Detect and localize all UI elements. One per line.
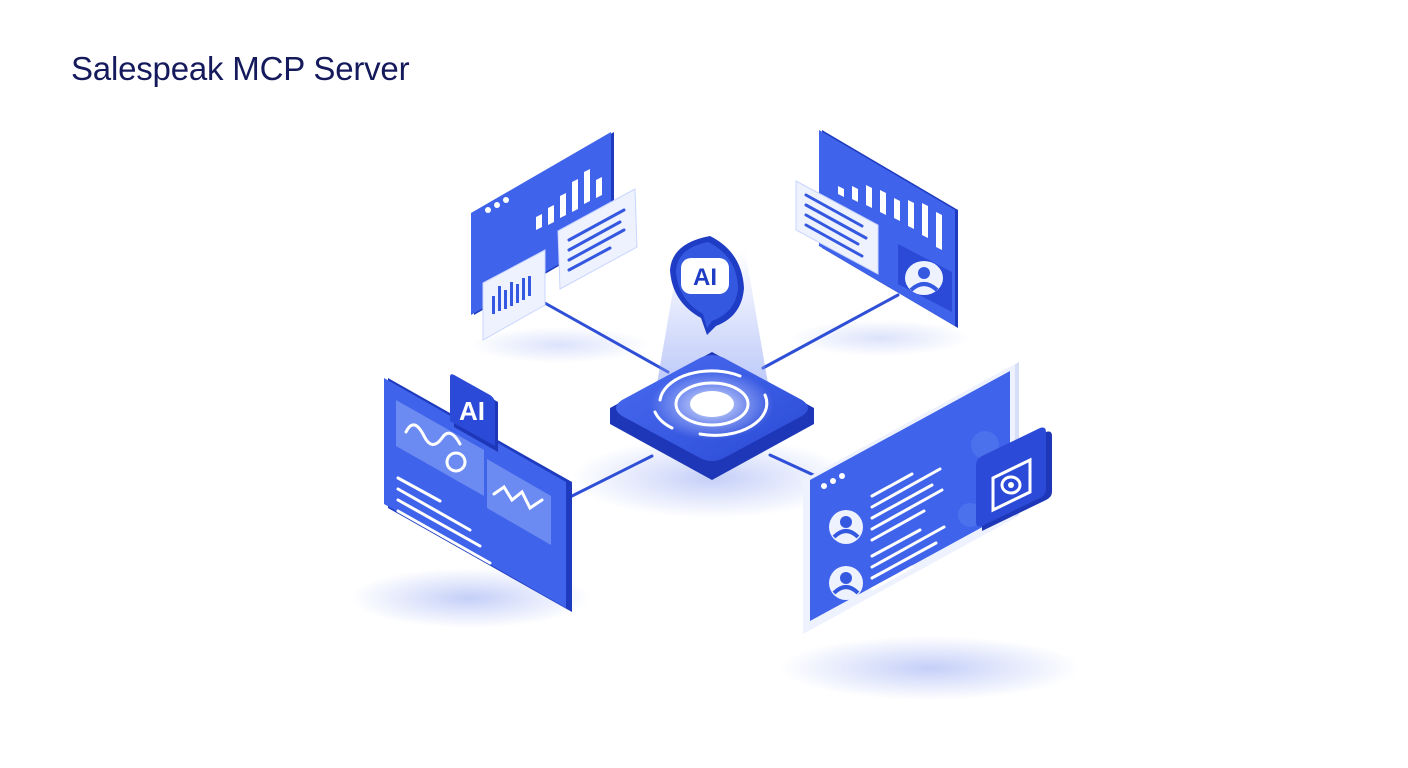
text-lines-icon	[870, 525, 946, 591]
text-lines-icon	[396, 476, 492, 565]
trend-line-icon	[492, 484, 544, 511]
top-right-profile-panel	[795, 130, 958, 328]
text-lines-icon	[804, 193, 868, 258]
camera-icon	[991, 457, 1032, 513]
ai-bubble-label: AI	[693, 264, 717, 291]
user-avatar-icon	[829, 566, 863, 600]
ai-badge-label: AI	[459, 396, 485, 426]
bar-chart-icon	[838, 185, 942, 250]
bottom-right-shadow	[780, 636, 1080, 700]
camera-card	[976, 427, 1052, 531]
hub-core	[690, 391, 734, 417]
text-card	[795, 180, 879, 275]
trend-card	[487, 459, 551, 545]
target-rings-icon	[653, 369, 769, 437]
text-lines-icon	[567, 208, 626, 272]
ai-badge: AI	[450, 374, 498, 452]
bottom-left-ai-panel: AI	[384, 374, 572, 612]
window-dots-icon	[821, 473, 845, 489]
connector-top-right	[761, 293, 900, 370]
mini-bar-chart-icon	[492, 276, 531, 314]
user-profile-icon	[905, 261, 943, 295]
text-lines-icon	[870, 467, 944, 542]
bar-chart-icon	[536, 169, 602, 230]
mcp-server-hub: AI	[610, 236, 814, 480]
ai-bubble-icon: AI	[670, 236, 744, 335]
wave-icon	[404, 423, 462, 446]
connector-bottom-right	[768, 453, 822, 480]
wave-card	[396, 400, 484, 496]
connector-top-left	[541, 300, 670, 374]
page-title: Salespeak MCP Server	[71, 50, 410, 87]
bottom-right-contacts-window	[803, 362, 1052, 634]
connector-bottom-left	[568, 454, 654, 499]
connectors	[541, 293, 900, 499]
user-avatar-icon	[829, 510, 863, 544]
top-left-dashboard-panel	[471, 132, 638, 341]
refresh-icon	[445, 451, 467, 473]
chart-card	[482, 249, 546, 341]
window-dots-icon	[485, 197, 509, 213]
